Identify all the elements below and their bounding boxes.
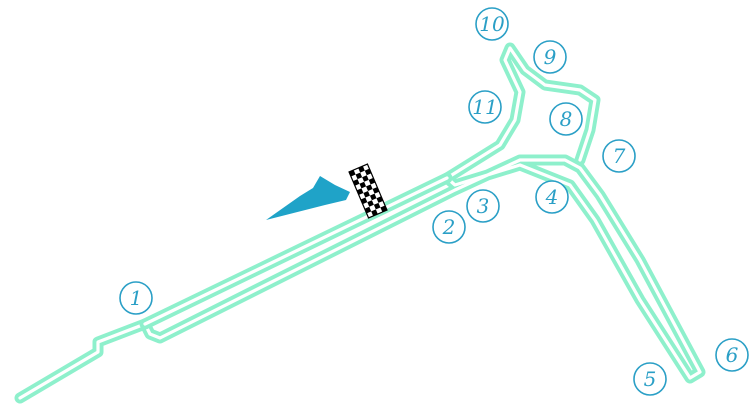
corner-number: 4 <box>545 185 559 209</box>
corner-marker-6: 6 <box>715 338 749 372</box>
corner-marker-11: 11 <box>468 90 502 124</box>
arrow-left-icon <box>266 176 350 220</box>
corner-number: 9 <box>544 45 557 69</box>
checkered-flag-icon <box>348 163 388 219</box>
corner-marker-9: 9 <box>533 40 567 74</box>
corner-marker-3: 3 <box>466 189 500 223</box>
circuit-track <box>14 42 706 404</box>
corner-number: 1 <box>130 286 143 310</box>
corner-number: 5 <box>644 367 657 391</box>
corner-marker-10: 10 <box>475 7 509 41</box>
corner-number: 6 <box>726 343 739 367</box>
corner-number: 8 <box>560 107 573 131</box>
corner-marker-7: 7 <box>602 139 636 173</box>
corner-number: 7 <box>613 144 626 168</box>
corner-marker-8: 8 <box>549 102 583 136</box>
corner-marker-5: 5 <box>633 362 667 396</box>
corner-number: 11 <box>472 95 497 119</box>
corner-marker-2: 2 <box>432 210 466 244</box>
corner-number: 3 <box>477 194 490 218</box>
corner-marker-1: 1 <box>119 281 153 315</box>
corner-number: 2 <box>442 215 456 239</box>
corner-marker-4: 4 <box>535 180 569 214</box>
corner-number: 10 <box>479 12 505 36</box>
